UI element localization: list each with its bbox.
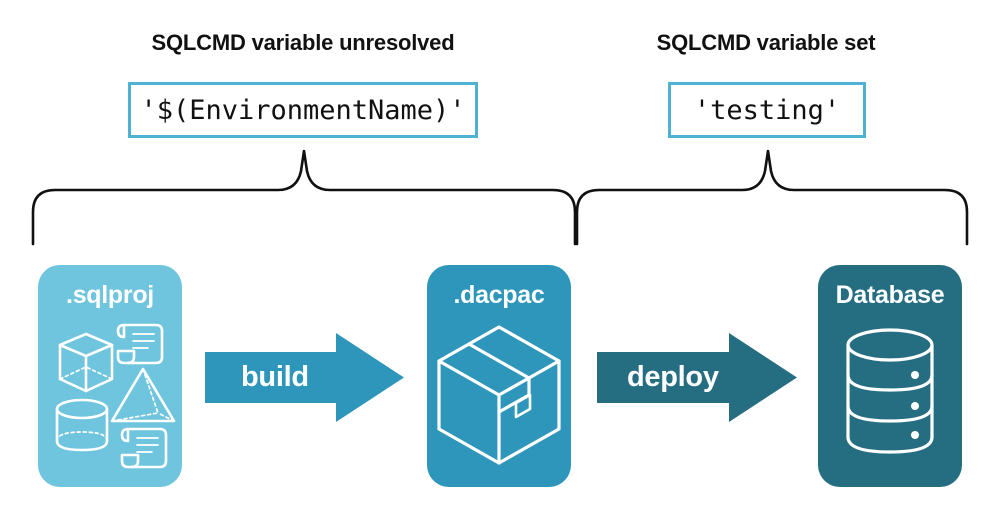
node-dacpac[interactable]: .dacpac: [427, 265, 571, 487]
value-box-unresolved: '$(EnvironmentName)': [128, 82, 478, 138]
package-box-icon: [437, 325, 561, 465]
scroll-script-icon: [116, 323, 164, 365]
curly-brace-up-icon: [575, 149, 969, 246]
pyramid-wireframe-icon: [110, 367, 176, 423]
node-database-artwork: [818, 317, 962, 482]
cylinder-wireframe-icon: [55, 398, 109, 452]
arrow-deploy-label: deploy: [627, 361, 719, 393]
curly-brace-up-icon: [31, 149, 577, 246]
arrow-right-icon: [597, 333, 797, 422]
annotation-title-set: SQLCMD variable set: [656, 30, 876, 55]
value-box-set: 'testing': [668, 82, 866, 138]
node-dacpac-artwork: [427, 317, 571, 482]
node-sqlproj-label: .sqlproj: [66, 281, 154, 309]
arrow-right-icon: [205, 333, 404, 422]
arrow-deploy: deploy: [597, 333, 797, 422]
arrow-build: build: [205, 333, 404, 422]
node-sqlproj-artwork: [38, 317, 182, 482]
arrow-build-label: build: [241, 361, 309, 393]
node-dacpac-label: .dacpac: [453, 281, 545, 309]
arrow-build-shape: [205, 333, 404, 422]
brace-unresolved: [26, 148, 582, 246]
brace-set: [570, 148, 974, 246]
scroll-script-icon: [120, 427, 168, 469]
cube-wireframe-icon: [58, 332, 114, 393]
annotation-title-unresolved: SQLCMD variable unresolved: [151, 30, 455, 55]
node-database-label: Database: [835, 281, 945, 309]
node-sqlproj[interactable]: .sqlproj: [38, 265, 182, 487]
arrow-deploy-shape: [597, 333, 797, 422]
database-cylinder-icon: [846, 328, 934, 454]
node-database[interactable]: Database: [818, 265, 962, 487]
